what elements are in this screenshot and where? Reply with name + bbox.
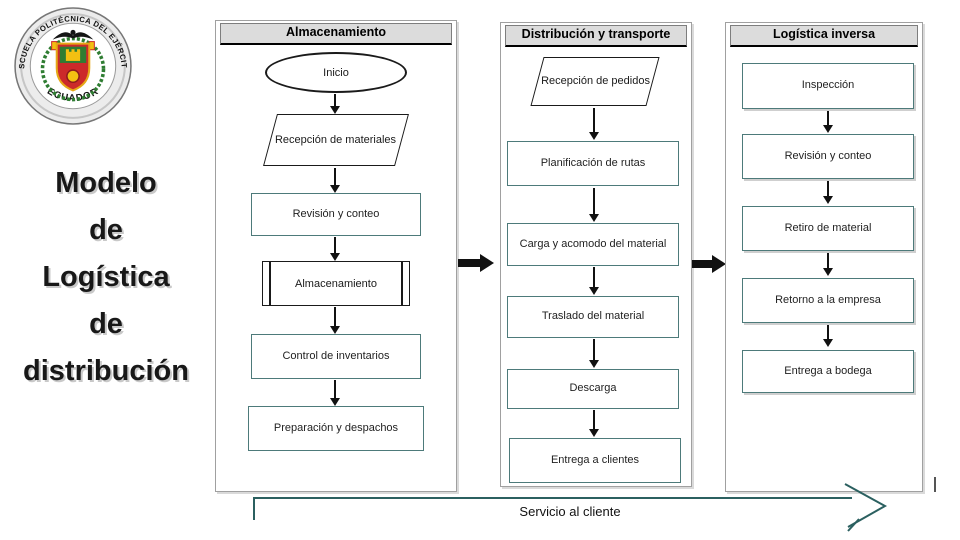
- flow-step-label: Recepción de materiales: [275, 133, 397, 146]
- flow-arrow-down-icon: [334, 307, 336, 326]
- slide-title: Modelo de Logística de distribución: [0, 160, 212, 395]
- flow-step-inspeccion: Inspección: [742, 63, 914, 109]
- slide-title-line: Logística: [42, 261, 170, 293]
- shield-roundel-icon: [66, 69, 80, 84]
- lane-logistica-inversa: Logística inversa Inspección Revisión y …: [725, 22, 923, 492]
- flow-step-label: Inicio: [323, 66, 349, 79]
- lane-almacenamiento: Almacenamiento Inicio Recepción de mater…: [215, 20, 457, 492]
- flow-arrow-down-icon: [334, 94, 336, 106]
- flow-step-label: Control de inventarios: [282, 349, 390, 362]
- slide-title-line: Modelo: [55, 167, 157, 199]
- flow-step-descarga: Descarga: [507, 369, 679, 409]
- flow-step-recepcion-de-pedidos: Recepción de pedidos: [530, 57, 660, 106]
- flow-step-label: Entrega a bodega: [784, 364, 872, 377]
- castle-merlon: [77, 49, 81, 53]
- flow-arrow-down-icon: [593, 108, 595, 132]
- castle-icon: [65, 51, 81, 61]
- flow-arrow-down-icon: [334, 168, 336, 185]
- flow-step-label: Traslado del material: [541, 310, 645, 323]
- service-arrow-label: Servicio al cliente: [519, 504, 620, 519]
- lane-almacenamiento-header: Almacenamiento: [220, 23, 452, 45]
- flow-step-inicio: Inicio: [265, 52, 407, 93]
- condor-head-icon: [70, 29, 76, 35]
- flow-arrow-down-icon: [334, 237, 336, 253]
- flow-arrow-down-icon: [593, 188, 595, 214]
- flow-step-revision-y-conteo-inversa: Revisión y conteo: [742, 134, 914, 179]
- predefined-process-bar: [401, 262, 403, 305]
- flow-arrow-down-icon: [593, 339, 595, 360]
- flow-step-preparacion-y-despachos: Preparación y despachos: [248, 406, 424, 451]
- castle-merlon: [71, 49, 75, 53]
- flow-arrow-down-icon: [827, 325, 829, 339]
- flow-step-label: Descarga: [569, 382, 617, 395]
- flow-step-label: Planificación de rutas: [540, 156, 646, 169]
- flow-arrow-down-icon: [593, 410, 595, 429]
- flow-arrow-down-icon: [593, 267, 595, 287]
- stray-tick-mark: [934, 477, 936, 492]
- slide-title-line: de: [89, 308, 123, 340]
- flow-step-label: Revisión y conteo: [292, 207, 380, 220]
- slide-title-line: distribución: [23, 355, 189, 387]
- flow-arrow-down-icon: [827, 111, 829, 125]
- condor-icon: [52, 32, 94, 40]
- flow-step-label: Inspección: [801, 79, 855, 92]
- flow-step-label: Almacenamiento: [295, 277, 377, 290]
- flow-arrow-down-icon: [827, 253, 829, 268]
- flow-step-control-de-inventarios: Control de inventarios: [251, 334, 421, 379]
- flow-step-label: Retorno a la empresa: [775, 293, 881, 306]
- flow-step-retiro-de-material: Retiro de material: [742, 206, 914, 251]
- lane-connector-arrow-icon: [458, 259, 480, 267]
- university-seal-logo: ESCUELA POLITÉCNICA DEL EJÉRCITO ECUADOR: [12, 4, 132, 125]
- flow-step-planificacion-de-rutas: Planificación de rutas: [507, 141, 679, 186]
- predefined-process-bar: [269, 262, 271, 305]
- flow-step-label: Entrega a clientes: [550, 453, 640, 466]
- lane-logistica-inversa-header: Logística inversa: [730, 25, 918, 47]
- service-arrow-head-tail: [847, 518, 860, 532]
- service-arrow: Servicio al cliente: [253, 483, 888, 532]
- flow-step-label: Revisión y conteo: [784, 149, 872, 162]
- seal-ring-inner-line: [20, 13, 126, 119]
- service-arrow-shaft: [253, 497, 852, 520]
- flow-step-recepcion-de-materiales: Recepción de materiales: [263, 114, 409, 166]
- flow-step-carga-y-acomodo: Carga y acomodo del material: [507, 223, 679, 266]
- service-arrow-head-icon: [844, 483, 888, 528]
- flow-arrow-down-icon: [334, 380, 336, 398]
- flow-step-revision-y-conteo: Revisión y conteo: [251, 193, 421, 236]
- flow-step-label: Retiro de material: [784, 221, 872, 234]
- lane-connector-arrow-icon: [692, 260, 712, 268]
- flow-step-label: Carga y acomodo del material: [519, 237, 667, 250]
- castle-merlon: [65, 49, 69, 53]
- flow-step-retorno-a-la-empresa: Retorno a la empresa: [742, 278, 914, 323]
- lane-distribucion-header: Distribución y transporte: [505, 25, 687, 47]
- flow-step-entrega-a-clientes: Entrega a clientes: [509, 438, 681, 483]
- flow-step-entrega-a-bodega: Entrega a bodega: [742, 350, 914, 393]
- flow-step-traslado-del-material: Traslado del material: [507, 296, 679, 338]
- flow-step-label: Recepción de pedidos: [540, 75, 650, 88]
- flow-step-label: Preparación y despachos: [273, 421, 399, 434]
- lane-distribucion-y-transporte: Distribución y transporte Recepción de p…: [500, 22, 692, 487]
- slide-title-line: de: [89, 214, 123, 246]
- flow-step-almacenamiento: Almacenamiento: [262, 261, 410, 306]
- flow-arrow-down-icon: [827, 181, 829, 196]
